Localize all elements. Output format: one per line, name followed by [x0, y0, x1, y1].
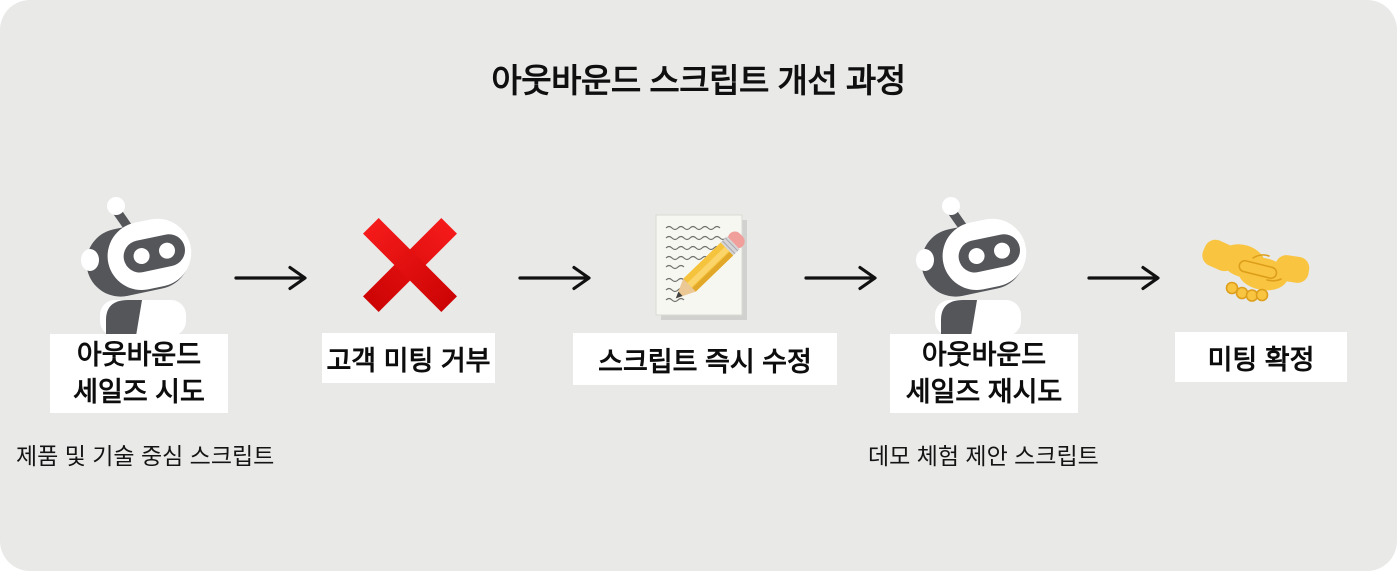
step-label-line: 미팅 확정 [1207, 344, 1315, 375]
step-label-line: 아웃바운드 [921, 339, 1047, 370]
step-label-line: 세일즈 재시도 [905, 376, 1063, 407]
arrow-right-icon [517, 263, 597, 293]
robot-icon [916, 194, 1035, 336]
step-label-fix-script: 스크립트 즉시 수정 [573, 333, 837, 385]
step-label-line: 아웃바운드 [76, 339, 202, 370]
step-sublabel-product-script: 제품 및 기술 중심 스크립트 [16, 443, 275, 469]
handshake-icon [1202, 228, 1310, 310]
x-mark-icon [362, 216, 458, 314]
step-label-meeting-confirmed: 미팅 확정 [1175, 332, 1347, 382]
step-label-line: 세일즈 시도 [73, 376, 205, 407]
arrow-right-icon [1086, 263, 1166, 293]
memo-pencil-icon [650, 210, 750, 320]
diagram-title: 아웃바운드 스크립트 개선 과정 [491, 62, 906, 99]
step-sublabel-demo-script: 데모 체험 제안 스크립트 [868, 443, 1099, 469]
step-label-meeting-rejected: 고객 미팅 거부 [322, 333, 495, 383]
robot-icon [81, 194, 200, 336]
arrow-right-icon [803, 263, 883, 293]
step-label-line: 고객 미팅 거부 [326, 345, 491, 376]
step-label-outbound-retry: 아웃바운드 세일즈 재시도 [890, 334, 1078, 413]
step-label-line: 스크립트 즉시 수정 [598, 346, 812, 377]
step-label-outbound-attempt: 아웃바운드 세일즈 시도 [50, 334, 228, 413]
arrow-right-icon [233, 263, 313, 293]
